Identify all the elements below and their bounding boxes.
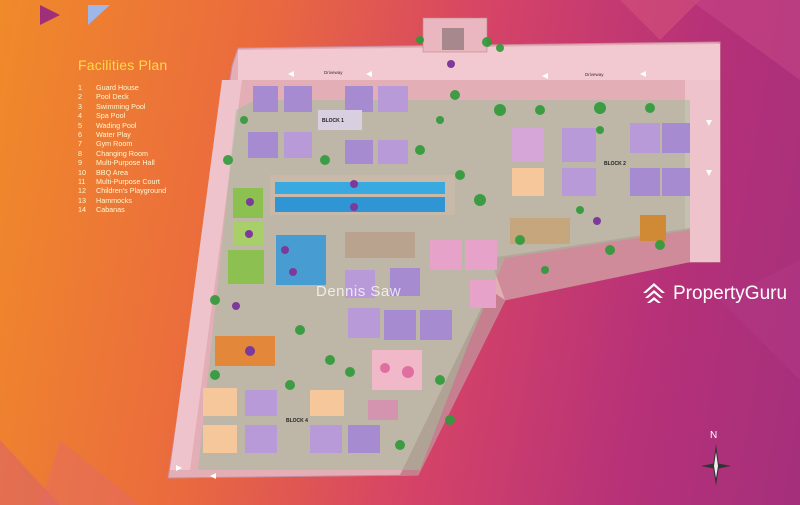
watermark: Dennis Saw <box>316 283 402 300</box>
legend-item-label: Guard House <box>96 83 139 92</box>
childrens-playground <box>372 350 422 390</box>
propertyguru-icon <box>643 283 665 303</box>
legend-item-label: Cabanas <box>96 205 125 215</box>
legend-item-label: Hammocks <box>96 195 132 205</box>
legend-item-label: Multi-Purpose Hall <box>96 158 155 168</box>
legend-item-label: Multi-Purpose Court <box>96 177 160 187</box>
legend-item-number: 14 <box>78 205 86 215</box>
north-compass: N <box>699 430 733 488</box>
legend-item-number: 13 <box>78 195 86 205</box>
propertyguru-name: PropertyGuru <box>673 283 788 304</box>
legend-item-number: 7 <box>78 139 82 149</box>
marker-10 <box>232 302 240 310</box>
legend-item-label: Water Play <box>96 130 131 140</box>
legend-item-label: Spa Pool <box>96 111 126 121</box>
driveway-label: Driveway <box>324 70 343 75</box>
legend-item-number: 6 <box>78 130 82 140</box>
svg-text:BLOCK 4: BLOCK 4 <box>286 418 308 424</box>
legend-item-label: Swimming Pool <box>96 101 146 111</box>
legend-item: 5 Wading Pool <box>78 121 167 130</box>
legend-item-number: 1 <box>78 83 82 92</box>
spa-pool <box>275 182 445 194</box>
trees <box>210 36 665 450</box>
propertyguru-logo: PropertyGuru <box>641 281 787 307</box>
legend-list: 1 Guard House 2 Pool Deck 3 Swimming Pool 4 Spa… <box>78 83 167 215</box>
swimming-pool <box>275 197 445 212</box>
legend-item-number: 3 <box>78 101 82 111</box>
legend-item-label: Pool Deck <box>96 92 129 102</box>
legend-item: 10 BBQ Area <box>78 168 167 177</box>
block-3 <box>345 240 497 340</box>
legend-item-label: BBQ Area <box>96 167 128 177</box>
legend-item: 6 Water Play <box>78 130 167 139</box>
driveway-label: Driveway <box>585 72 604 77</box>
legend-item-number: 2 <box>78 92 82 102</box>
legend-item: 11 Multi-Purpose Court <box>78 177 167 186</box>
svg-text:BLOCK 2: BLOCK 2 <box>604 161 626 167</box>
hammocks <box>640 215 666 241</box>
block-4: BLOCK 4 <box>203 388 380 453</box>
wading-pool <box>276 235 326 285</box>
compass-north-label: N <box>710 430 718 441</box>
legend-item: 7 Gym Room <box>78 139 167 148</box>
legend-item-label: Changing Room <box>96 148 148 158</box>
legend-item: 13 Hammocks <box>78 196 167 205</box>
legend-item: 2 Pool Deck <box>78 92 167 101</box>
compass-rose-icon <box>701 444 731 486</box>
legend-item-number: 12 <box>78 186 86 196</box>
legend-item: 14 Cabanas <box>78 205 167 214</box>
legend-item: 4 Spa Pool <box>78 111 167 120</box>
legend-item-number: 9 <box>78 158 82 168</box>
legend-item-number: 5 <box>78 120 82 130</box>
marker-1 <box>447 60 455 68</box>
legend-title: Facilities Plan <box>78 57 168 73</box>
legend-item-label: Wading Pool <box>96 120 137 130</box>
svg-text:BLOCK 1: BLOCK 1 <box>322 118 344 124</box>
legend-item-number: 11 <box>78 177 86 187</box>
legend-item: 1 Guard House <box>78 83 167 92</box>
legend-item: 3 Swimming Pool <box>78 102 167 111</box>
decor-triangle <box>40 5 60 25</box>
legend-item: 12 Children's Playground <box>78 186 167 195</box>
block-2: BLOCK 2 <box>512 123 690 196</box>
legend-item: 8 Changing Room <box>78 149 167 158</box>
legend-item-number: 8 <box>78 148 82 158</box>
decor-triangle <box>88 5 110 25</box>
legend-item-number: 4 <box>78 111 82 121</box>
legend-item-label: Children's Playground <box>96 186 167 196</box>
legend-item-number: 10 <box>78 167 86 177</box>
legend-item-label: Gym Room <box>96 139 133 149</box>
legend-item: 9 Multi-Purpose Hall <box>78 158 167 167</box>
block-1: BLOCK 1 <box>248 86 408 164</box>
driveway-arrows <box>176 71 712 479</box>
